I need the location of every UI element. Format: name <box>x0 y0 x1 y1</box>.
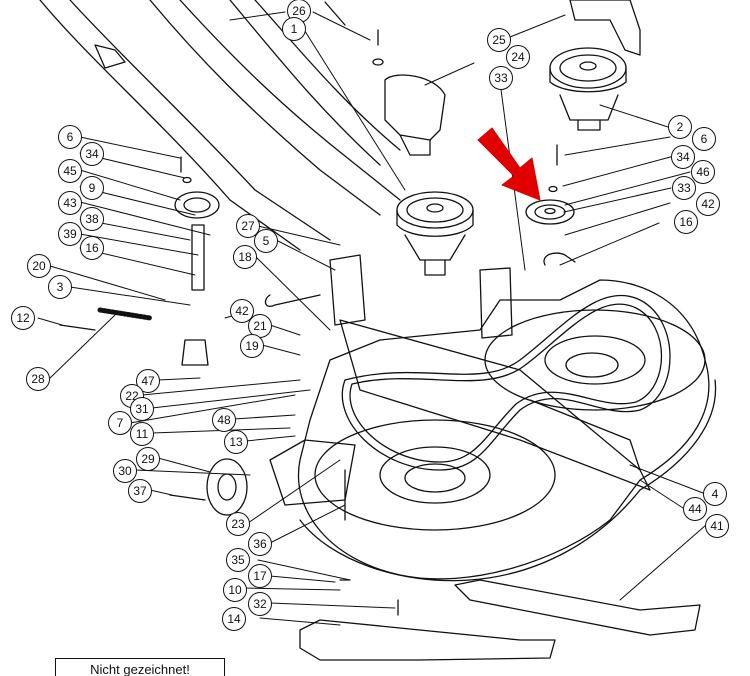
callout-29: 29 <box>136 447 160 471</box>
callout-45: 45 <box>58 159 82 183</box>
idler-pulley <box>525 199 575 225</box>
handle-rails <box>39 0 401 251</box>
callout-42: 42 <box>696 192 720 216</box>
drive-belt <box>341 294 671 471</box>
left-idler-pulley <box>174 191 220 366</box>
callout-41: 41 <box>705 514 729 538</box>
callout-2: 2 <box>668 115 692 139</box>
callout-23: 23 <box>226 512 250 536</box>
callout-6b: 6 <box>58 125 82 149</box>
callout-48: 48 <box>212 408 236 432</box>
callout-19: 19 <box>240 334 264 358</box>
callout-47: 47 <box>136 369 160 393</box>
center-pulley-assembly <box>396 191 474 276</box>
leader-lines <box>37 11 707 626</box>
callout-28: 28 <box>26 367 50 391</box>
cutting-blades <box>299 579 701 661</box>
callout-11: 11 <box>130 422 154 446</box>
callout-39: 39 <box>58 222 82 246</box>
callout-31: 31 <box>130 397 154 421</box>
callout-4: 4 <box>703 482 727 506</box>
callout-7: 7 <box>108 411 132 435</box>
callout-36: 36 <box>248 532 272 556</box>
callout-32: 32 <box>248 592 272 616</box>
right-pulley-assembly <box>549 47 627 131</box>
callout-37: 37 <box>128 479 152 503</box>
callout-33b: 33 <box>672 176 696 200</box>
callout-16: 16 <box>674 210 698 234</box>
callout-18: 18 <box>233 245 257 269</box>
pulley-cover <box>384 74 446 156</box>
bolts <box>180 29 576 616</box>
callout-16b: 16 <box>80 236 104 260</box>
callout-10: 10 <box>223 578 247 602</box>
callout-33: 33 <box>489 66 513 90</box>
callout-25: 25 <box>487 28 511 52</box>
callout-46: 46 <box>691 160 715 184</box>
callout-5: 5 <box>254 229 278 253</box>
callout-13: 13 <box>224 430 248 454</box>
callout-43: 43 <box>58 191 82 215</box>
tension-spring <box>59 307 153 331</box>
deck-brackets <box>269 254 513 506</box>
callout-34b: 34 <box>80 142 104 166</box>
callout-24: 24 <box>506 45 530 69</box>
callout-9: 9 <box>80 176 104 200</box>
callout-12: 12 <box>11 306 35 330</box>
callout-30: 30 <box>113 459 137 483</box>
callout-14: 14 <box>222 607 246 631</box>
callout-1: 1 <box>282 17 306 41</box>
red-arrow <box>477 127 541 201</box>
callout-44: 44 <box>683 497 707 521</box>
callout-38: 38 <box>80 207 104 231</box>
callout-35: 35 <box>226 548 250 572</box>
gauge-wheel <box>169 458 248 516</box>
callout-3: 3 <box>48 275 72 299</box>
not-drawn-note: Nicht gezeichnet! <box>55 658 225 676</box>
callout-34: 34 <box>671 145 695 169</box>
top-bracket <box>569 0 641 56</box>
callout-17: 17 <box>248 564 272 588</box>
callout-20: 20 <box>27 254 51 278</box>
callout-6: 6 <box>692 127 716 151</box>
